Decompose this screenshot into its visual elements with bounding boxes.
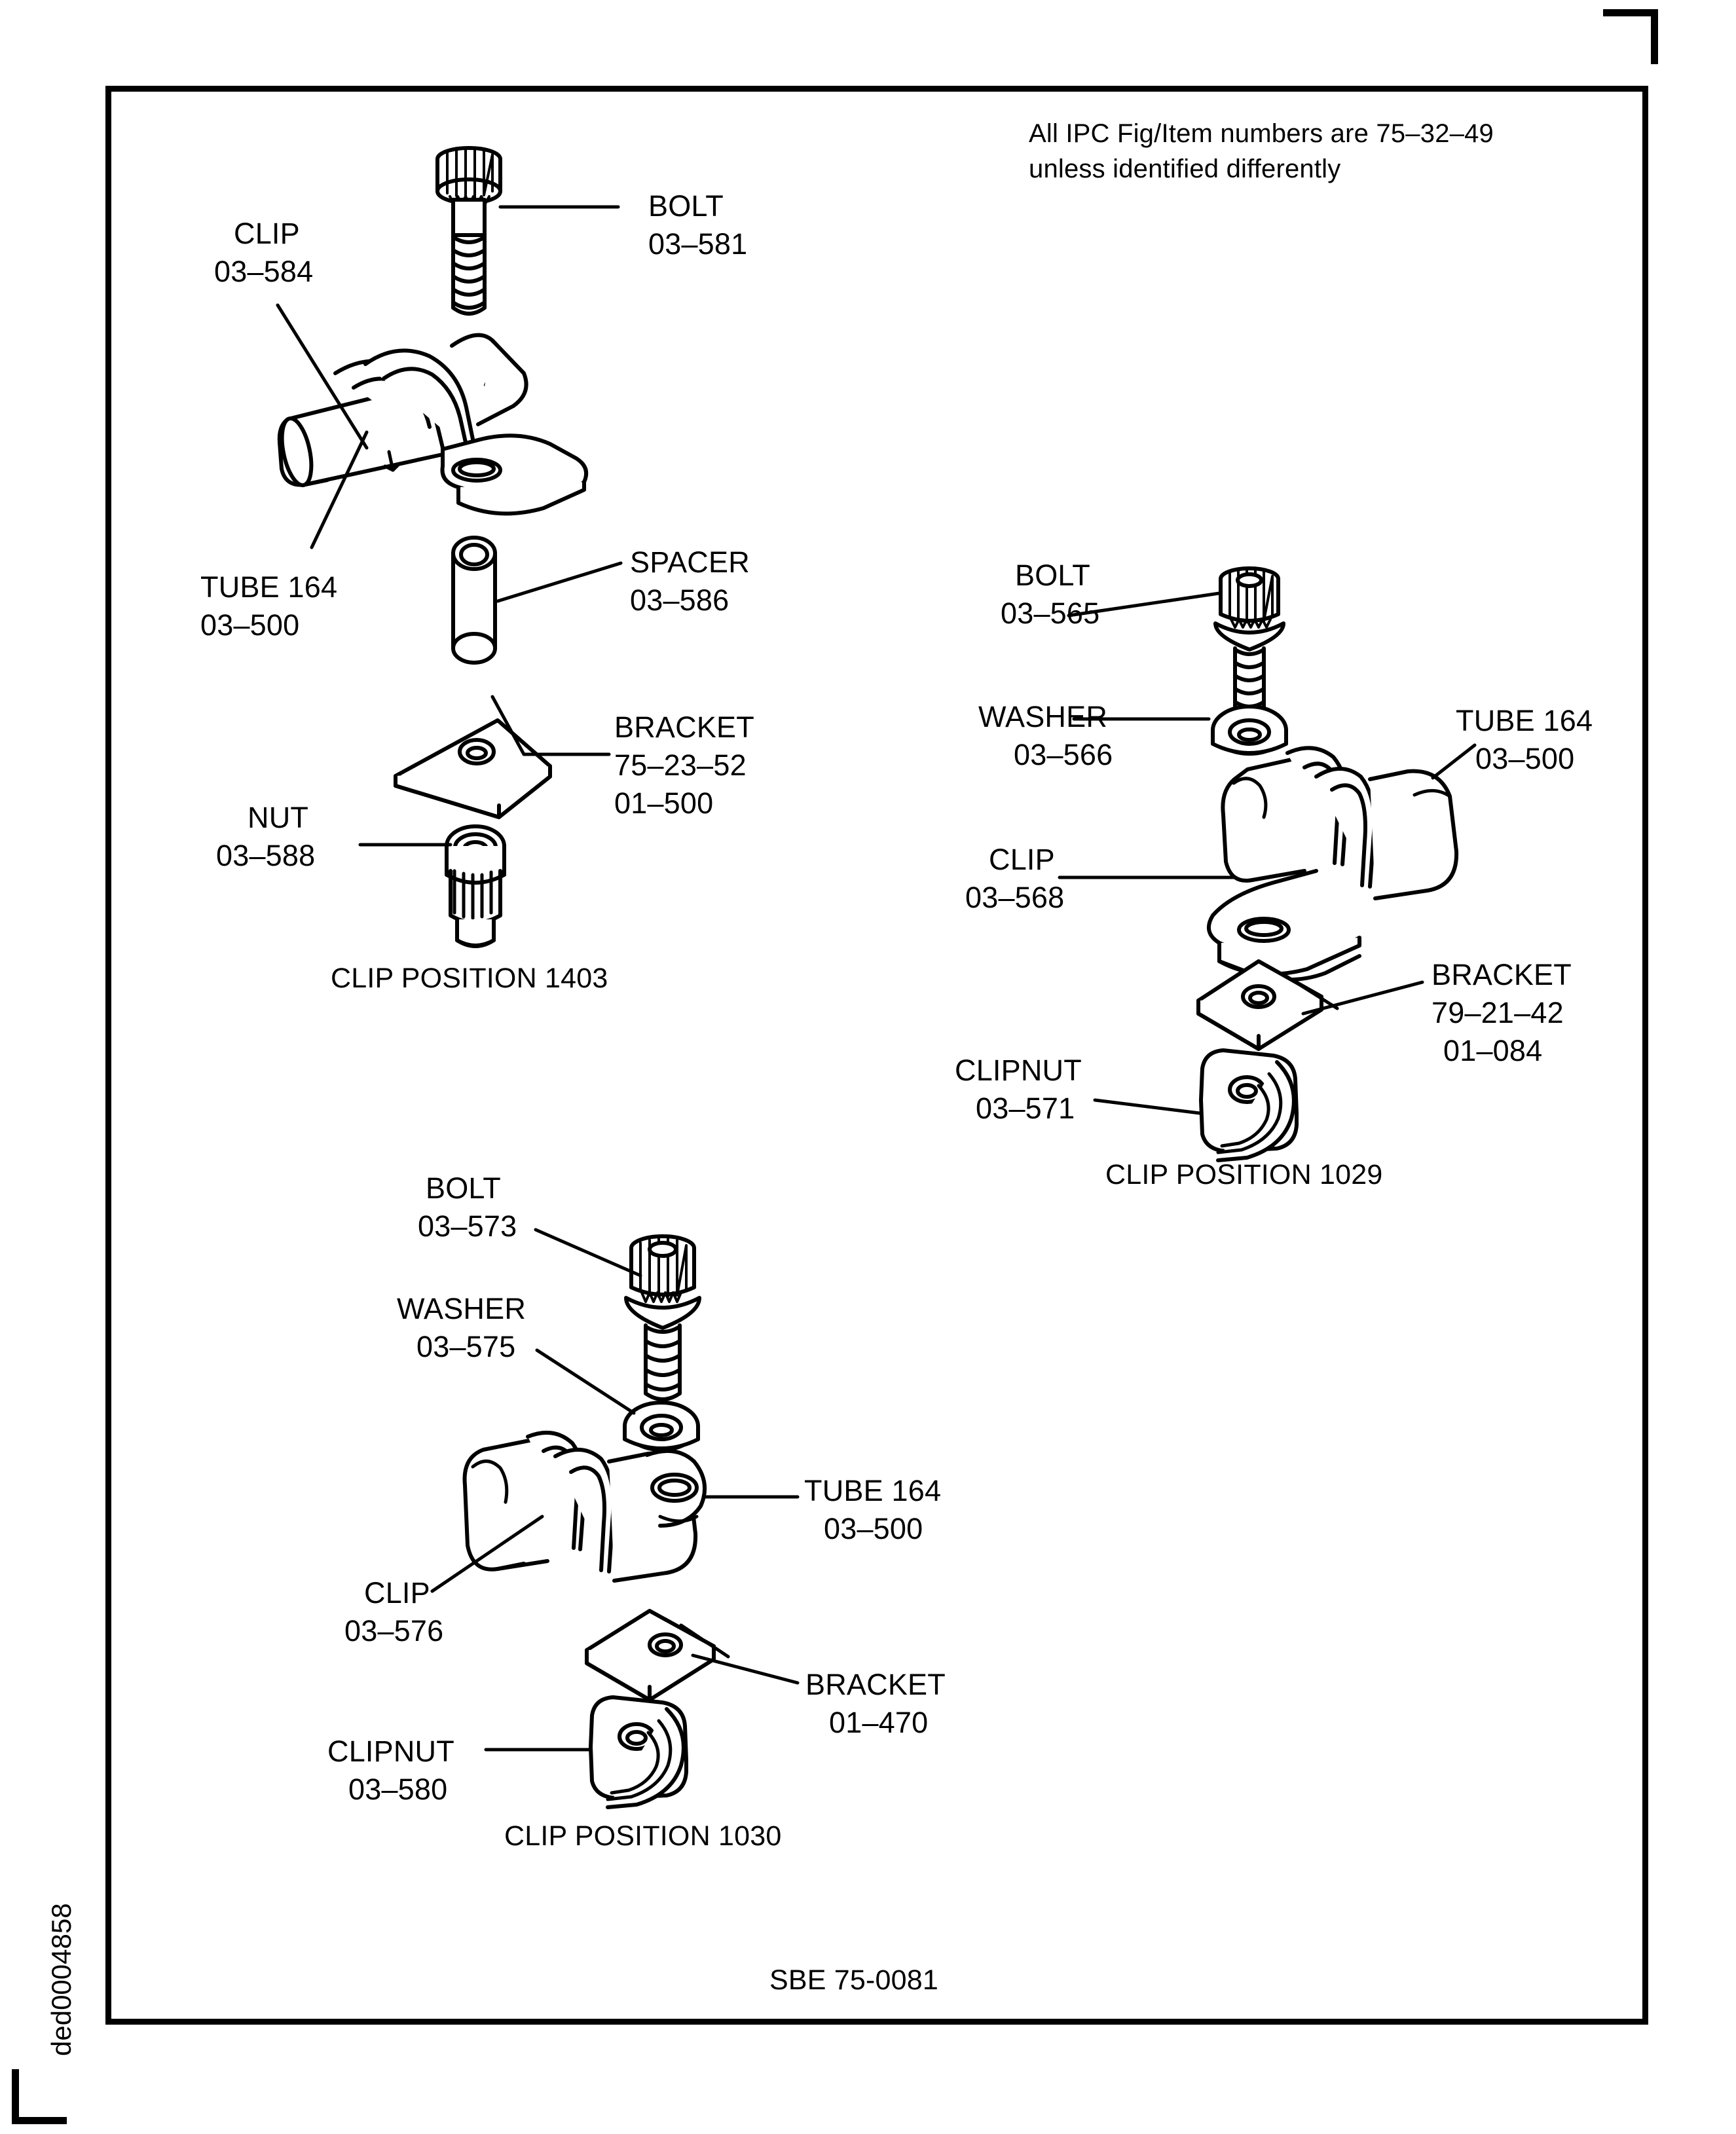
label-nut-03-588-name: NUT xyxy=(248,801,309,834)
label-clipnut-03-571-number: 03–571 xyxy=(976,1092,1075,1125)
label-tube-164-03-500-number: 03–500 xyxy=(200,608,300,642)
label-bracket-75-23-52-name: BRACKET xyxy=(614,710,754,744)
label-bolt-03-581-name: BOLT xyxy=(648,189,724,223)
label-bracket-01-470-name: BRACKET xyxy=(805,1668,946,1701)
label-tube-164-03-500-bottom-name: TUBE 164 xyxy=(804,1474,942,1507)
label-clip-03-584-name: CLIP xyxy=(234,217,300,250)
label-bracket-01-470-number: 01–470 xyxy=(829,1706,929,1739)
label-clip-03-568-number: 03–568 xyxy=(965,881,1065,914)
ipc-note-line-2: unless identified differently xyxy=(1029,155,1341,183)
caption-clip-position-1029: CLIP POSITION 1029 xyxy=(1105,1159,1383,1190)
label-clip-03-584-number: 03–584 xyxy=(214,255,314,288)
label-bracket-79-21-42-number: 79–21–42 xyxy=(1431,996,1564,1029)
label-bracket-75-23-52-suffix: 01–500 xyxy=(614,786,714,820)
label-clip-03-576-number: 03–576 xyxy=(344,1614,444,1647)
footer-drawing-code: SBE 75-0081 xyxy=(769,1964,938,1996)
label-bolt-03-565-number: 03–565 xyxy=(1001,597,1100,630)
label-clip-03-576-name: CLIP xyxy=(364,1576,430,1610)
label-bracket-79-21-42-name: BRACKET xyxy=(1431,958,1572,991)
label-washer-03-575-number: 03–575 xyxy=(416,1330,516,1363)
label-bracket-79-21-42-suffix: 01–084 xyxy=(1443,1034,1543,1067)
caption-clip-position-1403: CLIP POSITION 1403 xyxy=(331,963,608,994)
label-bolt-03-581-number: 03–581 xyxy=(648,227,748,261)
label-bolt-03-573-name: BOLT xyxy=(426,1171,501,1205)
label-bolt-03-573-number: 03–573 xyxy=(418,1209,517,1243)
label-tube-164-03-500-right-number: 03–500 xyxy=(1475,742,1575,775)
label-tube-164-03-500-bottom-number: 03–500 xyxy=(824,1512,923,1545)
label-bracket-75-23-52-number: 75–23–52 xyxy=(614,748,747,782)
label-nut-03-588-number: 03–588 xyxy=(216,839,316,872)
label-bolt-03-565-name: BOLT xyxy=(1015,559,1090,592)
crop-mark-bottom-left xyxy=(12,2069,67,2124)
label-clipnut-03-580-number: 03–580 xyxy=(348,1773,448,1806)
label-tube-164-03-500-right-name: TUBE 164 xyxy=(1456,704,1593,737)
label-washer-03-575-name: WASHER xyxy=(397,1292,526,1325)
label-washer-03-566-number: 03–566 xyxy=(1014,738,1113,771)
label-spacer-03-586-name: SPACER xyxy=(630,545,750,579)
label-tube-164-03-500-name: TUBE 164 xyxy=(200,570,338,604)
label-spacer-03-586-number: 03–586 xyxy=(630,583,729,617)
ipc-note-line-1: All IPC Fig/Item numbers are 75–32–49 xyxy=(1029,119,1494,148)
label-clip-03-568-name: CLIP xyxy=(989,843,1055,876)
sheet-code: ded0004858 xyxy=(46,1903,77,2056)
caption-clip-position-1030: CLIP POSITION 1030 xyxy=(504,1820,782,1852)
label-clipnut-03-580-name: CLIPNUT xyxy=(327,1735,454,1768)
label-clipnut-03-571-name: CLIPNUT xyxy=(955,1054,1082,1087)
label-washer-03-566-name: WASHER xyxy=(978,700,1108,733)
crop-mark-top-right xyxy=(1603,9,1658,64)
